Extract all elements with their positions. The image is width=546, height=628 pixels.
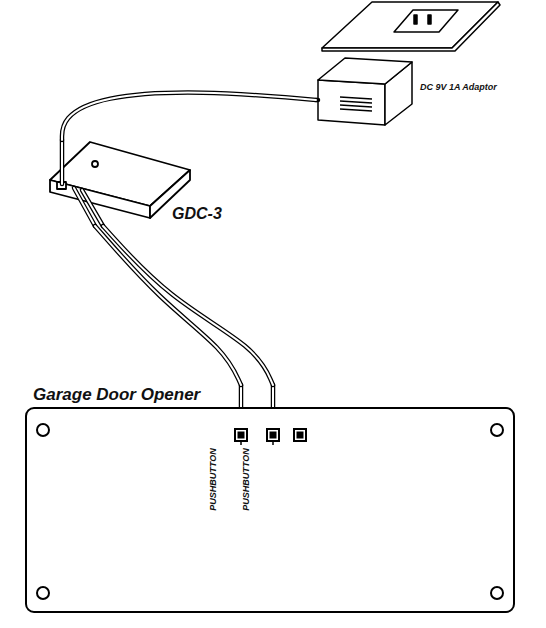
terminal-label: PUSHBUTTON xyxy=(241,448,252,510)
cable xyxy=(62,93,316,140)
wall-plate xyxy=(322,2,498,48)
mount-hole xyxy=(37,587,49,599)
mount-hole xyxy=(491,587,503,599)
leader-line xyxy=(272,441,274,445)
vent xyxy=(340,109,372,111)
adaptor-top xyxy=(318,58,412,84)
outlet-slot xyxy=(428,15,431,24)
cable-core xyxy=(95,226,241,385)
wire xyxy=(74,188,103,226)
cable-core xyxy=(103,226,273,385)
cable-outline xyxy=(103,226,273,385)
vent xyxy=(340,101,372,103)
terminal xyxy=(235,429,247,441)
cable xyxy=(95,226,241,385)
vent xyxy=(340,105,372,107)
cable-core xyxy=(62,93,316,140)
mount-hole xyxy=(491,424,503,436)
terminal-screw xyxy=(270,432,276,438)
device-label: GDC-3 xyxy=(172,204,222,223)
adaptor-front xyxy=(318,80,385,125)
device-label: DC 9V 1A Adaptor xyxy=(420,82,497,93)
leader-line xyxy=(240,441,242,445)
wall-plate-edge xyxy=(322,2,500,51)
terminal-label: PUSHBUTTON xyxy=(208,448,219,510)
mount-hole xyxy=(37,424,49,436)
device-node: Garage Door Opener xyxy=(25,385,515,612)
outlet xyxy=(394,10,458,32)
cable-outline xyxy=(95,226,241,385)
terminal xyxy=(267,429,279,441)
adaptor-vents xyxy=(340,97,372,111)
opener-housing xyxy=(26,408,514,612)
wire xyxy=(74,188,103,226)
terminal xyxy=(294,429,306,441)
outlet-slot xyxy=(414,15,417,24)
cable xyxy=(103,226,273,385)
device-hole xyxy=(92,161,98,167)
device-node: GDC-3 xyxy=(48,140,234,226)
device-label: Garage Door Opener xyxy=(33,385,200,405)
cable xyxy=(61,140,63,184)
cable-outline xyxy=(62,93,316,140)
device-node: DC 9V 1A Adaptor xyxy=(316,0,544,128)
device-front xyxy=(50,180,150,218)
terminal-screw xyxy=(238,432,244,438)
cable xyxy=(60,140,65,184)
terminal-screw xyxy=(297,432,303,438)
vent xyxy=(340,97,372,99)
